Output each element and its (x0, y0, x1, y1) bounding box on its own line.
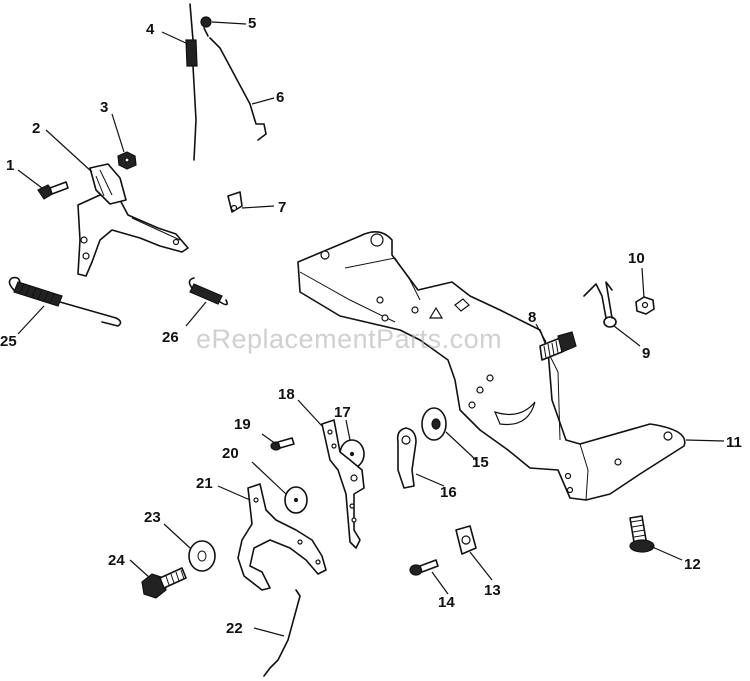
callout-5: 5 (248, 15, 256, 32)
callout-17: 17 (334, 404, 351, 421)
callout-8: 8 (528, 309, 536, 326)
callout-12: 12 (684, 556, 701, 573)
part-11-mounting-bracket[interactable] (297, 231, 686, 501)
watermark: eReplacementParts.com (196, 324, 503, 354)
callout-19: 19 (234, 416, 251, 433)
part-23-washer[interactable] (188, 540, 216, 572)
part-15-washer[interactable] (421, 407, 447, 441)
callout-7: 7 (278, 199, 286, 216)
callout-13: 13 (484, 582, 501, 599)
callout-16: 16 (440, 484, 457, 501)
part-5-screw[interactable] (200, 16, 212, 37)
part-13-clip-nut[interactable] (455, 525, 477, 555)
part-16-crank-lever[interactable] (396, 427, 417, 489)
part-4-spring-rod[interactable] (185, 3, 198, 161)
callout-22: 22 (226, 620, 243, 637)
part-22-link-rod[interactable] (263, 589, 301, 677)
part-20-washer[interactable] (284, 486, 308, 514)
callout-11: 11 (726, 434, 742, 451)
callout-3: 3 (100, 99, 108, 116)
part-2-throttle-lever[interactable] (77, 163, 189, 277)
part-1-bolt[interactable] (37, 181, 69, 200)
callout-labels: 1 2 3 4 5 6 7 8 9 10 11 12 13 14 15 16 1… (0, 15, 742, 637)
part-10-nut[interactable] (635, 296, 655, 315)
part-9-torsion-spring[interactable] (583, 281, 617, 328)
part-7-clip[interactable] (227, 191, 243, 213)
callout-4: 4 (146, 21, 155, 38)
callout-6: 6 (276, 89, 284, 106)
callout-15: 15 (472, 454, 489, 471)
callout-9: 9 (642, 345, 650, 362)
part-6-link-rod[interactable] (209, 37, 267, 141)
callout-2: 2 (32, 120, 40, 137)
callout-14: 14 (438, 594, 455, 611)
callout-23: 23 (144, 509, 161, 526)
part-8-flange-bolt[interactable] (539, 331, 577, 361)
callout-10: 10 (628, 250, 645, 267)
part-12-flange-bolt[interactable] (629, 515, 655, 553)
leader-lines (17, 21, 725, 637)
part-18-governor-lever[interactable] (321, 419, 365, 549)
part-14-screw[interactable] (409, 559, 439, 576)
part-19-screw[interactable] (270, 437, 295, 451)
callout-24: 24 (108, 552, 125, 569)
callout-26: 26 (162, 329, 179, 346)
callout-21: 21 (196, 475, 213, 492)
part-21-control-bracket[interactable] (237, 483, 327, 591)
part-3-nut[interactable] (117, 151, 137, 170)
part-24-flange-bolt[interactable] (141, 567, 187, 599)
callout-1: 1 (6, 157, 14, 174)
callout-25: 25 (0, 333, 17, 350)
part-26-small-spring[interactable] (188, 277, 228, 306)
callout-20: 20 (222, 445, 239, 462)
part-25-extension-spring[interactable] (8, 276, 122, 327)
callout-18: 18 (278, 386, 295, 403)
